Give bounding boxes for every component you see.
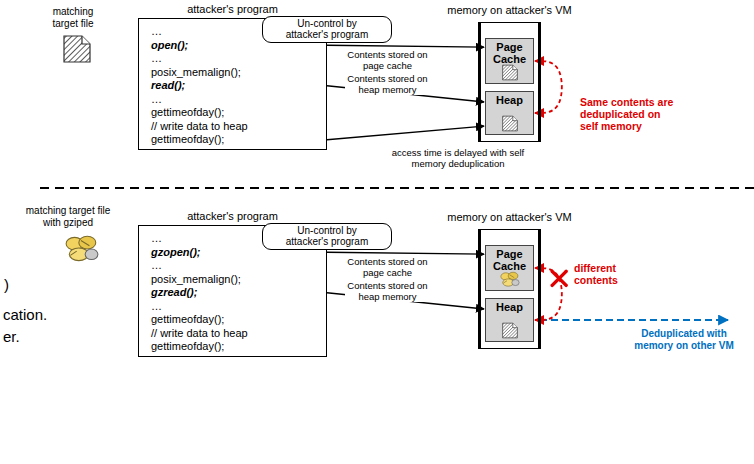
gzip-icon [66,236,98,260]
callout-box: Un-control by attacker's program [262,223,392,250]
content-icon [498,115,522,132]
box-heading: attacker's program [139,210,326,223]
cross-stroke [552,271,566,285]
data-flow-arrow [327,126,484,140]
data-flow-arrow [327,252,484,254]
callout-text: Un-control by attacker's program [275,226,379,247]
dedup-note: different contents [574,262,640,286]
region-name: Heap [486,94,533,106]
dedup-arrow [540,319,728,321]
cut-text: cation. [3,306,47,323]
cut-text: ) [4,276,9,293]
region-name: Page Cache [486,248,533,272]
code-line: gettimeofday(); [151,106,318,120]
content-icon [500,272,518,286]
content-icon [502,65,517,80]
edge-label: Contents stored on page cache [345,257,430,278]
memory-region: Page Cache [485,38,534,84]
code-line: read(); [151,79,318,93]
code-line: … [151,93,318,107]
code-line: gettimeofday(); [151,133,318,147]
content-icon [498,271,522,288]
code-line: … [151,52,318,66]
dedup-note: Same contents are deduplicated on self m… [580,96,675,132]
code-line: gzread(); [151,286,318,300]
column-heading: memory on attacker's VM [411,211,608,224]
code-line: … [151,300,318,314]
memory-region: Page Cache [485,245,534,291]
callout-text: Un-control by attacker's program [275,19,379,40]
file-label: matching target file [40,6,106,29]
content-icon [502,116,517,131]
edge-label: Contents stored on page cache [345,50,430,71]
file-icon [64,36,90,62]
cut-text: er. [3,328,20,345]
code-line: gettimeofday(); [151,313,318,327]
file-label: matching target file with gziped [20,205,116,228]
cross-stroke [552,271,566,285]
edge-label: access time is delayed with self memory … [378,148,538,169]
code-line: gettimeofday(); [151,340,318,354]
region-name: Page Cache [486,41,533,65]
code-line: // write data to heap [151,120,318,134]
code-line: // write data to heap [151,327,318,341]
content-icon [498,64,522,81]
region-name: Heap [486,301,533,313]
box-heading: attacker's program [139,3,326,16]
memory-column: memory on attacker's VMPage CacheHeap [478,22,541,142]
callout-box: Un-control by attacker's program [262,16,392,43]
separator [40,187,754,189]
memory-column: memory on attacker's VMPage CacheHeap [478,229,541,349]
dedup-note: Deduplicated with memory on other VM [622,328,746,351]
memory-region: Heap [485,91,534,135]
content-icon [502,323,517,338]
code-line: posix_memalign(); [151,273,318,287]
column-heading: memory on attacker's VM [411,4,608,17]
cross-mark [552,271,566,285]
content-icon [498,322,522,339]
edge-label: Contents stored on heap memory [345,74,430,95]
data-flow-arrow [327,45,484,47]
code-line: posix_memalign(); [151,66,318,80]
code-line: … [151,259,318,273]
edge-label: Contents stored on heap memory [345,281,430,302]
memory-region: Heap [485,298,534,342]
